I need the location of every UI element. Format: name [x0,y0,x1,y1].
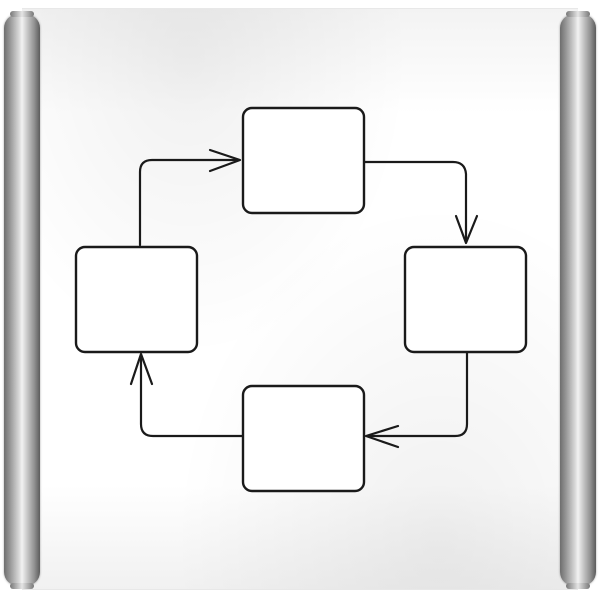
left-rod-top-cap [10,11,34,17]
connector-top-to-right [363,160,468,244]
node-box-top [241,106,366,215]
node-box-left [74,245,199,354]
left-roller-rod [4,11,40,589]
connector-right-to-bottom [366,350,469,438]
node-box-right [403,245,528,354]
arrowhead-left-to-top [208,148,242,173]
right-roller-rod [560,11,596,589]
arrowhead-top-to-right [454,214,479,245]
right-rod-top-cap [566,11,590,17]
arrowhead-bottom-to-left [129,352,154,386]
node-box-bottom [241,384,366,493]
right-rod-bottom-cap [566,583,590,589]
connector-left-to-top [138,158,240,247]
connector-bottom-to-left [139,354,244,438]
arrowhead-right-to-bottom [364,424,400,449]
left-rod-bottom-cap [10,583,34,589]
